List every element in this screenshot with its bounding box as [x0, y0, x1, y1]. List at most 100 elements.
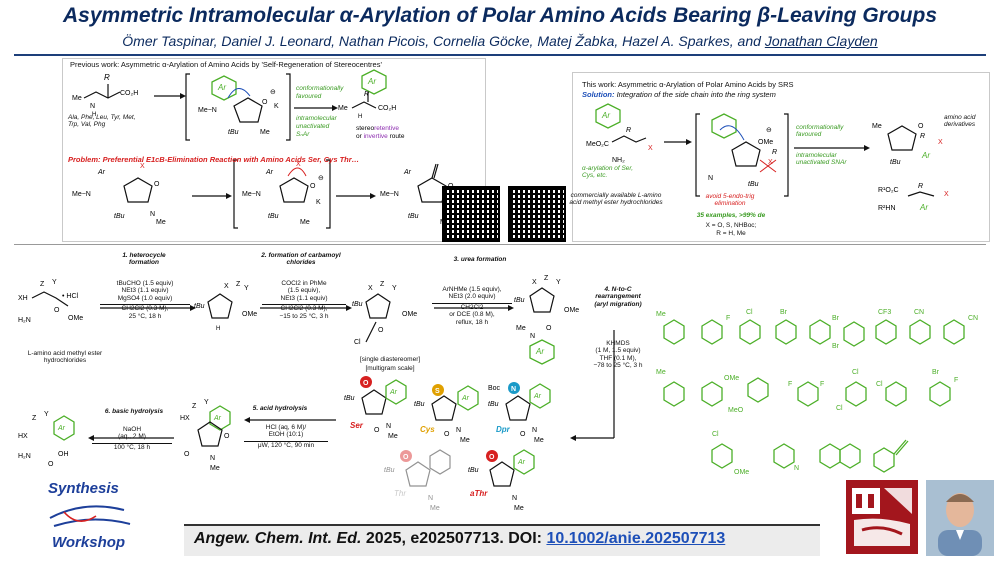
- aryl-3-fluoro: F: [701, 315, 730, 345]
- svg-text:Ar: Ar: [97, 169, 106, 176]
- svg-text:O: O: [378, 327, 384, 334]
- conf-favoured-label-2: favoured: [296, 93, 322, 100]
- svg-text:X: X: [140, 163, 145, 170]
- svg-text:O: O: [489, 454, 495, 461]
- previous-work-scheme: R Me N CO₂H H Ar Me−N O ⊖ K tBu Me confo…: [72, 69, 454, 229]
- intermediate-structure: Ar Me−N O ⊖ K tBu Me: [198, 75, 279, 136]
- svg-text:O: O: [520, 431, 526, 438]
- problem-line: Problem: Preferential E1cB-Elimination R…: [68, 155, 359, 165]
- svg-text:Me: Me: [514, 505, 524, 512]
- aryl-4-cyano: CN: [909, 309, 931, 345]
- aryl-3-methoxy: OMe: [701, 375, 739, 407]
- svg-text:Ar: Ar: [57, 425, 66, 432]
- aryl-sub-17: Cl: [876, 381, 883, 388]
- svg-text:N: N: [530, 333, 535, 340]
- svg-text:N: N: [90, 103, 95, 110]
- svg-text:Me: Me: [430, 505, 440, 512]
- aryl-sub-4: Br: [780, 309, 788, 316]
- start-material-label: L-amino acid methyl ester hydrochlorides: [27, 350, 103, 365]
- citation-bar: [184, 524, 820, 556]
- elimination-scheme: Me−N Ar X tBu N Me O Me−N Ar X O ⊖ K tBu…: [72, 159, 454, 229]
- svg-text:tBu: tBu: [268, 213, 279, 220]
- svg-text:X: X: [648, 145, 653, 152]
- university-crest: [846, 480, 918, 554]
- svg-text:O: O: [154, 181, 160, 188]
- product-athr: O tBu Ar aThr N Me: [468, 449, 535, 512]
- step6-conditions: NaOH (aq., 2 M) 100 °C, 18 h: [92, 426, 172, 451]
- aryl-sub-22: N: [794, 465, 799, 472]
- aryl-sub-18: Br: [932, 369, 940, 376]
- svg-text:Z: Z: [380, 281, 385, 288]
- commercial-label: commercially available L-amino acid meth…: [569, 192, 663, 207]
- synthesis-scheme: XH Z Y • HCl H₂N OMe O tBu X Z Y OMe H t…: [18, 275, 615, 512]
- svg-text:R: R: [772, 149, 777, 156]
- step2-conditions: COCl2 in PhMe (1.5 equiv), NEt3 (1.1 equ…: [262, 280, 346, 320]
- amino-acid-structure: R Me N CO₂H H: [72, 73, 138, 118]
- svg-text:N: N: [511, 386, 516, 393]
- crest-icon: [852, 488, 912, 546]
- svg-text:Me−N: Me−N: [380, 191, 399, 198]
- svg-text:tBu: tBu: [408, 213, 419, 220]
- step1-cond-5: 25 °C, 18 h: [128, 312, 162, 320]
- svg-text:tBu: tBu: [114, 213, 125, 220]
- svg-text:O: O: [224, 433, 230, 440]
- aryl-o-tolyl: Me: [656, 311, 685, 345]
- svg-text:or invertive route: or invertive route: [356, 133, 405, 140]
- qr-code-paper[interactable]: [442, 186, 500, 242]
- svg-text:Me: Me: [156, 219, 166, 226]
- intra-snar-label: intramolecular unactivated SNAr: [796, 152, 847, 167]
- dpr-label: Dpr: [496, 425, 511, 434]
- aryl-scope-grid: Me F Cl Br Br Br CF3 CN CN Me OMe: [656, 309, 978, 476]
- svg-text:OMe: OMe: [758, 139, 773, 146]
- svg-text:R²HN: R²HN: [878, 205, 896, 212]
- step4-title: 4. N-to-C rearrangement (aryl migration): [594, 286, 642, 308]
- svg-text:OMe: OMe: [68, 315, 83, 322]
- svg-text:OMe: OMe: [402, 311, 417, 318]
- svg-text:⊖: ⊖: [270, 89, 276, 96]
- svg-text:NH₂: NH₂: [612, 157, 625, 164]
- hydantoin-intermediate: HX Z Y Ar O O N Me: [180, 399, 231, 472]
- svg-text:Me: Me: [338, 105, 348, 112]
- oxazolidine: tBu X Z Y OMe H: [194, 281, 257, 332]
- intramolecular-label-3: SₙAr: [296, 131, 310, 138]
- svg-text:Ar: Ar: [213, 415, 222, 422]
- svg-text:X: X: [296, 161, 301, 168]
- svg-text:tBu: tBu: [352, 301, 363, 308]
- this-work-panel: [572, 72, 990, 242]
- svg-text:H: H: [216, 326, 220, 332]
- step4-cond-2: (1 M, 1.5 equiv): [595, 347, 641, 355]
- logo-swirl-icon: [49, 505, 131, 527]
- doi-link[interactable]: 10.1002/anie.202507713: [546, 530, 726, 547]
- aryl-sub-19: F: [954, 377, 958, 384]
- svg-text:Y: Y: [392, 285, 397, 292]
- route-prefix: stereo: [356, 125, 374, 132]
- qr-code-workshop[interactable]: [508, 186, 566, 242]
- svg-text:tBu: tBu: [890, 159, 901, 166]
- svg-text:Me: Me: [210, 465, 220, 472]
- aryl-3-bromo: Br: [809, 315, 840, 345]
- svg-text:tBu: tBu: [414, 401, 425, 408]
- svg-text:Y: Y: [204, 399, 209, 406]
- svg-text:stereoretentive: stereoretentive: [356, 125, 399, 132]
- svg-text:HX: HX: [18, 433, 28, 440]
- header-rule: [14, 54, 986, 56]
- aryl-naphthyl: [819, 443, 861, 469]
- aryl-sub-14: F: [820, 381, 824, 388]
- step3-cond-1: ArNHMe (1.5 equiv),: [442, 286, 502, 293]
- svg-text:O: O: [54, 307, 60, 314]
- product-ser: O tBu Ar Ser O N Me: [344, 376, 407, 440]
- synthesis-workshop-logo[interactable]: Synthesis Workshop: [34, 478, 144, 554]
- svg-text:N: N: [456, 427, 461, 434]
- step1-cond-3: MgSO4 (1.0 equiv): [117, 294, 173, 302]
- svg-text:R: R: [626, 127, 631, 134]
- product-thr: O tBu Thr N Me: [384, 449, 451, 512]
- aryl-4-bromo: Br: [775, 309, 797, 345]
- aryl-p-tolyl: Me: [656, 369, 685, 407]
- svg-text:S: S: [435, 388, 440, 395]
- svg-text:Z: Z: [544, 275, 549, 282]
- step4-conditions: KHMDS (1 M, 1.5 equiv) THF (0.1 M), −78 …: [582, 340, 654, 370]
- step4-cond-3: THF (0.1 M),: [599, 354, 637, 362]
- svg-text:Z: Z: [40, 281, 45, 288]
- svg-text:N: N: [532, 427, 537, 434]
- aryl-sub-2: F: [726, 315, 730, 322]
